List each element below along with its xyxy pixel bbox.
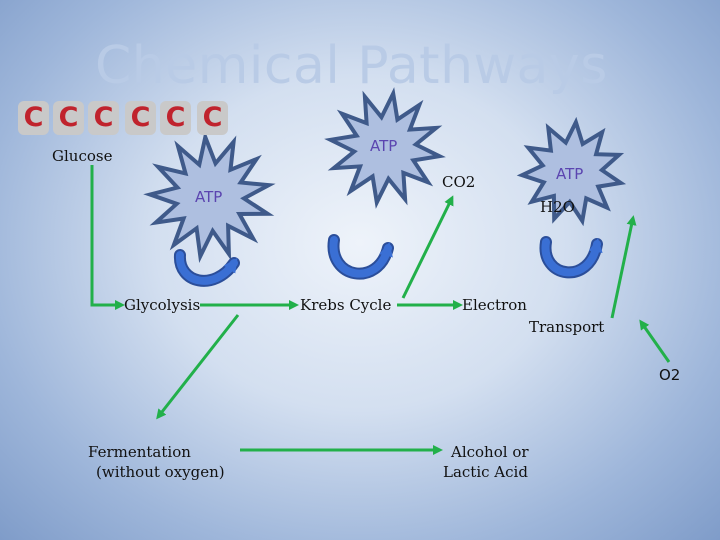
- label-glycolysis: Glycolysis: [124, 296, 201, 314]
- atp-starburst-glycolysis: [143, 130, 276, 264]
- carbon-atom-4: C: [125, 101, 156, 135]
- label-electron: Electron: [462, 296, 527, 314]
- arrow-krebs-to-co2: [401, 195, 454, 299]
- carbon-atom-1: C: [18, 101, 49, 135]
- atp-starburst-krebs: [324, 87, 446, 209]
- carbon-atom-6: C: [197, 101, 228, 135]
- label-glucose: Glucose: [52, 147, 113, 165]
- label-krebs-cycle: Krebs Cycle: [300, 296, 392, 314]
- cycle-arrow-krebs: [327, 234, 394, 280]
- label-h2o: H2O: [540, 198, 575, 216]
- arrow-o2-to-transport: [639, 319, 671, 363]
- atp-label-krebs: ATP: [370, 137, 398, 155]
- atp-label-electron: ATP: [556, 165, 584, 183]
- label-co2: CO2: [442, 173, 476, 191]
- carbon-atom-5: C: [160, 101, 191, 135]
- carbon-atom-3: C: [88, 101, 119, 135]
- arrow-glycolysis-to-fermentation: [156, 314, 240, 420]
- slide-title: Chemical Pathways: [95, 36, 608, 96]
- arrow-glucose-to-glycolysis: [90, 165, 125, 310]
- atp-starburst-electron: [516, 116, 627, 227]
- cycle-arrow-electron: [539, 236, 603, 279]
- label-transport: Transport: [529, 318, 605, 336]
- label-lactic-acid: Lactic Acid: [443, 463, 528, 481]
- carbon-atom-2: C: [53, 101, 84, 135]
- label-o2: O2: [659, 366, 681, 384]
- label-alcohol-or: Alcohol or: [451, 443, 529, 461]
- arrow-transport-to-h2o: [610, 215, 637, 319]
- cycle-arrow-glycolysis: [174, 249, 240, 287]
- atp-label-glycolysis: ATP: [195, 188, 223, 206]
- label-without-oxygen: (without oxygen): [96, 463, 225, 481]
- label-fermentation: Fermentation: [88, 443, 191, 461]
